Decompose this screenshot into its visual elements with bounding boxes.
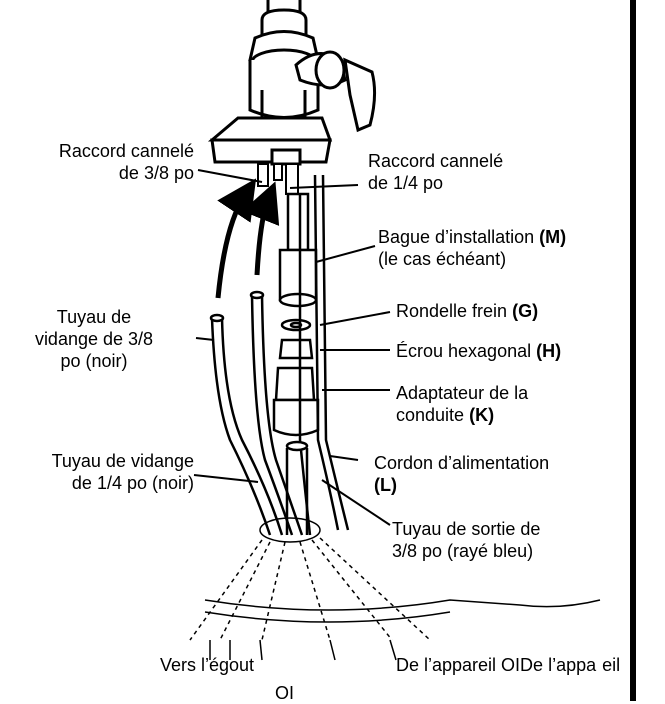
flow-arrows <box>215 178 280 299</box>
faucet-base <box>207 116 333 166</box>
center-stem <box>272 192 320 437</box>
label-drain-3-8: Tuyau de vidange de 3/8 po (noir) <box>34 307 154 371</box>
label-drain-1-4: Tuyau de vidange de 1/4 po (noir) <box>51 451 194 493</box>
page-edge-rule <box>630 0 636 701</box>
sink-opening <box>189 517 601 661</box>
label-oi: OI <box>275 683 295 703</box>
label-to-drain: Vers l’égout <box>160 655 255 675</box>
label-adapter: Adaptateur de la conduite (K) <box>396 383 529 425</box>
label-barbed-1-4: Raccord cannelé de 1/4 po <box>368 151 504 193</box>
label-hex-nut: Écrou hexagonal (H) <box>396 341 562 361</box>
leader-lines <box>193 169 391 526</box>
faucet-body <box>248 0 377 133</box>
label-washer: Rondelle frein (G) <box>396 301 539 321</box>
barbed-fittings <box>257 163 299 195</box>
label-barbed-3-8: Raccord cannelé de 3/8 po <box>58 141 194 183</box>
label-outlet-tube: Tuyau de sortie de 3/8 po (rayé bleu) <box>392 519 541 561</box>
label-power-cord: Cordon d’alimentation (L) <box>374 453 550 495</box>
label-installation-ring: Bague d’installation (M) (le cas échéant… <box>378 227 567 269</box>
